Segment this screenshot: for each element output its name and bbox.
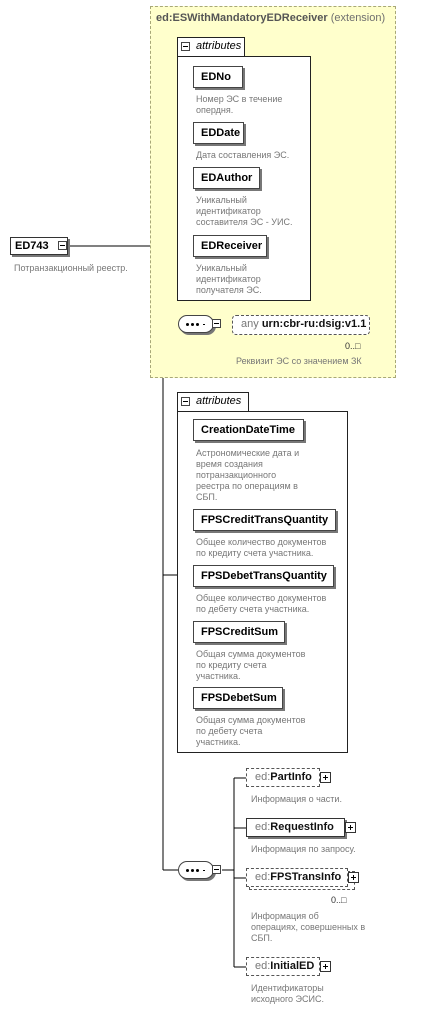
attributes-label: attributes — [196, 395, 242, 407]
attribute-eddate-desc: Дата составления ЭС. — [196, 150, 290, 160]
extension-title: ed:ESWithMandatoryEDReceiver (extension) — [156, 12, 385, 24]
attribute-fpscreditsum[interactable]: FPSCreditSum — [193, 621, 285, 643]
root-collapse-icon[interactable] — [58, 241, 67, 250]
element-requestinfo-expand-icon[interactable] — [345, 822, 356, 833]
element-requestinfo-prefix: ed: — [255, 821, 271, 833]
extension-sequence-icon — [178, 315, 214, 333]
element-fpstransinfo-cardinality: 0..□ — [331, 895, 347, 905]
element-fpstransinfo-prefix: ed: — [255, 871, 271, 883]
element-requestinfo-name: RequestInfo — [270, 821, 334, 833]
element-partinfo[interactable]: ed:PartInfo — [246, 768, 320, 787]
element-partinfo-name: PartInfo — [270, 771, 312, 783]
attribute-creationdatetime[interactable]: CreationDateTime — [193, 419, 304, 441]
extension-attributes-collapse-icon[interactable] — [181, 42, 190, 51]
attribute-edauthor[interactable]: EDAuthor — [193, 167, 260, 189]
attribute-eddate[interactable]: EDDate — [193, 122, 244, 144]
attribute-fpsdebettransquantity[interactable]: FPSDebetTransQuantity — [193, 565, 334, 587]
element-initialed-expand-icon[interactable] — [320, 961, 331, 972]
extension-attributes-label: attributes — [196, 40, 242, 52]
sequence-collapse-icon[interactable] — [212, 865, 221, 874]
element-requestinfo[interactable]: ed:RequestInfo — [246, 818, 345, 837]
attribute-fpsdebetsum[interactable]: FPSDebetSum — [193, 687, 283, 709]
element-initialed[interactable]: ed:InitialED — [246, 957, 320, 976]
element-partinfo-prefix: ed: — [255, 771, 271, 783]
element-initialed-name: InitialED — [270, 960, 315, 972]
extension-attributes-tab: attributes — [177, 37, 245, 57]
attribute-edno[interactable]: EDNo — [193, 66, 243, 88]
element-partinfo-expand-icon[interactable] — [320, 772, 331, 783]
any-desc: Реквизит ЭС со значением ЗК — [236, 356, 362, 366]
any-namespace: urn:cbr-ru:dsig:v1.1 — [261, 318, 367, 330]
attributes-collapse-icon[interactable] — [181, 397, 190, 406]
extension-qualifier: (extension) — [330, 12, 386, 24]
root-desc: Потранзакционный реестр. — [14, 263, 128, 273]
element-initialed-prefix: ed: — [255, 960, 271, 972]
attribute-edreceiver[interactable]: EDReceiver — [193, 235, 267, 257]
any-element[interactable]: any urn:cbr-ru:dsig:v1.1 — [232, 315, 370, 335]
element-requestinfo-desc: Информация по запросу. — [251, 844, 356, 854]
element-fpstransinfo-name: FPSTransInfo — [270, 871, 342, 883]
extension-sequence-collapse-icon[interactable] — [212, 319, 221, 328]
attribute-fpscredittransquantity[interactable]: FPSCreditTransQuantity — [193, 509, 336, 531]
root-element[interactable]: ED743 — [10, 237, 68, 255]
extension-base-name: ed:ESWithMandatoryEDReceiver — [156, 12, 328, 24]
sequence-icon — [178, 861, 214, 879]
any-prefix: any — [241, 318, 259, 330]
element-fpstransinfo[interactable]: ed:FPSTransInfo — [246, 868, 348, 887]
element-partinfo-desc: Информация о части. — [251, 794, 342, 804]
element-fpstransinfo-expand-icon[interactable] — [348, 872, 359, 883]
any-cardinality: 0..□ — [345, 341, 361, 351]
